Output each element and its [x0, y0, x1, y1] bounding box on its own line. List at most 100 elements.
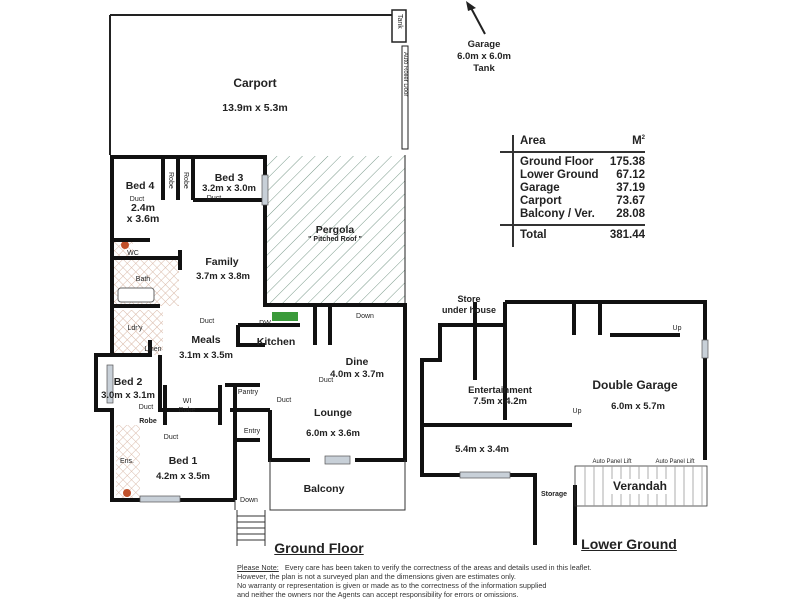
pergola-hatch [266, 156, 405, 304]
duct-label: Duct [199, 318, 215, 325]
wi-robe-label: WI Robe [179, 398, 196, 416]
roller-door-label: Auto Roller Door [402, 52, 408, 97]
area-total-label: Total [520, 229, 547, 241]
double-garage-name: Double Garage [592, 378, 678, 392]
store-line2: under house [441, 305, 497, 316]
carport-name: Carport [233, 76, 277, 90]
toilet-icon [121, 241, 129, 249]
bed1-size: 4.2m x 3.5m [156, 471, 210, 482]
duct-label: Duct [163, 434, 179, 441]
area-row-value: 28.08 [616, 208, 645, 220]
auto-panel-lift-label: Auto Panel Lift [655, 459, 695, 465]
robe-label: Robe [139, 418, 157, 425]
garage-label: Garage [467, 39, 501, 50]
ground-floor-walls [94, 155, 407, 502]
area-total-row: Total 381.44 [500, 224, 645, 243]
robe-label: Robe [167, 172, 174, 189]
entertainment-size: 7.5m x 4.2m [473, 396, 527, 407]
area-row: Balcony / Ver. 28.08 [500, 208, 645, 221]
lower-ground-walls [420, 300, 707, 545]
lounge-size: 6.0m x 3.6m [306, 428, 360, 439]
auto-panel-lift-label: Auto Panel Lift [592, 459, 632, 465]
wi-robe-text: Robe [178, 406, 196, 414]
bed4-name: Bed 4 [125, 180, 155, 192]
laundry-label: Ldr'y [127, 325, 143, 332]
pergola-note: " Pitched Roof " [308, 236, 362, 243]
lounge-name: Lounge [314, 407, 352, 419]
area-row-label: Carport [520, 195, 562, 207]
up-label: Up [672, 325, 682, 332]
unit-label: M [632, 135, 642, 147]
dw-label: DW [259, 320, 271, 327]
up-label: Up [572, 408, 582, 415]
note-line: However, the plan is not a surveyed plan… [237, 572, 516, 581]
area-row-label: Ground Floor [520, 156, 594, 168]
area-table-header: Area M2 [500, 135, 645, 153]
area-header-label: Area [520, 135, 546, 147]
toilet-icon [123, 489, 131, 497]
room-size: 5.4m x 3.4m [455, 444, 509, 455]
wi-label: WI [182, 398, 192, 405]
dine-name: Dine [345, 356, 369, 368]
area-header-unit: M2 [632, 135, 645, 151]
storage-name: Storage [540, 491, 568, 498]
note-heading: Please Note: [237, 563, 279, 572]
bath-label: Bath [135, 276, 151, 283]
bed2-name: Bed 2 [113, 376, 143, 388]
bed4-size-1: 2.4m [131, 202, 155, 214]
dine-size: 4.0m x 3.7m [330, 369, 384, 380]
duct-label: Duct [318, 377, 334, 384]
down-label: Down [356, 313, 374, 320]
note-line: No warranty or representation is given o… [237, 581, 547, 590]
unit-superscript: 2 [641, 135, 645, 142]
duct-label: Duct [206, 195, 222, 202]
ensuite-label: Ens. [119, 458, 135, 465]
north-arrow-label: Garage 6.0m x 6.0m Tank [457, 39, 511, 75]
sink-icon [272, 312, 298, 321]
pergola-name: Pergola [315, 224, 355, 236]
area-total-value: 381.44 [609, 229, 645, 241]
entertainment-name: Entertainment [468, 385, 532, 396]
bed4-size-2: x 3.6m [126, 213, 160, 225]
meals-size: 3.1m x 3.5m [179, 350, 233, 361]
area-row-value: 67.12 [616, 169, 645, 181]
area-row-label: Balcony / Ver. [520, 208, 595, 220]
bed1-name: Bed 1 [168, 455, 198, 467]
area-row: Garage 37.19 [500, 182, 645, 195]
area-row-value: 175.38 [609, 156, 645, 168]
store-line1: Store [457, 294, 481, 304]
area-row-value: 37.19 [616, 182, 645, 194]
note-line: and neither the owners nor the Agents ca… [237, 590, 519, 599]
north-arrow-icon [466, 1, 486, 35]
verandah-name: Verandah [610, 479, 670, 494]
garage-size: 6.0m x 6.0m [457, 50, 511, 62]
area-row-value: 73.67 [616, 195, 645, 207]
tank-label: Tank [473, 62, 495, 74]
lower-ground-title: Lower Ground [581, 536, 677, 552]
balcony-outline [234, 460, 406, 546]
disclaimer-note: Please Note: Every care has been taken t… [237, 563, 592, 599]
double-garage-size: 6.0m x 5.7m [611, 401, 665, 412]
area-row-label: Garage [520, 182, 560, 194]
bed2-size: 3.0m x 3.1m [101, 390, 155, 401]
linen-label: Linen [144, 346, 162, 353]
tank-label: Tank [396, 14, 403, 29]
carport-outline [109, 9, 409, 155]
bed3-size: 3.2m x 3.0m [202, 183, 256, 194]
kitchen-name: Kitchen [256, 336, 296, 348]
duct-label: Duct [129, 196, 145, 203]
duct-label: Duct [138, 404, 154, 411]
family-name: Family [205, 256, 239, 268]
wc-label: WC [127, 250, 139, 257]
bed3-name: Bed 3 [214, 172, 244, 184]
robe-label: Robe [182, 172, 189, 189]
down-label: Down [240, 497, 258, 504]
duct-label: Duct [276, 397, 292, 404]
carport-size: 13.9m x 5.3m [222, 102, 288, 114]
area-row: Carport 73.67 [500, 195, 645, 208]
entry-label: Entry [243, 428, 261, 435]
